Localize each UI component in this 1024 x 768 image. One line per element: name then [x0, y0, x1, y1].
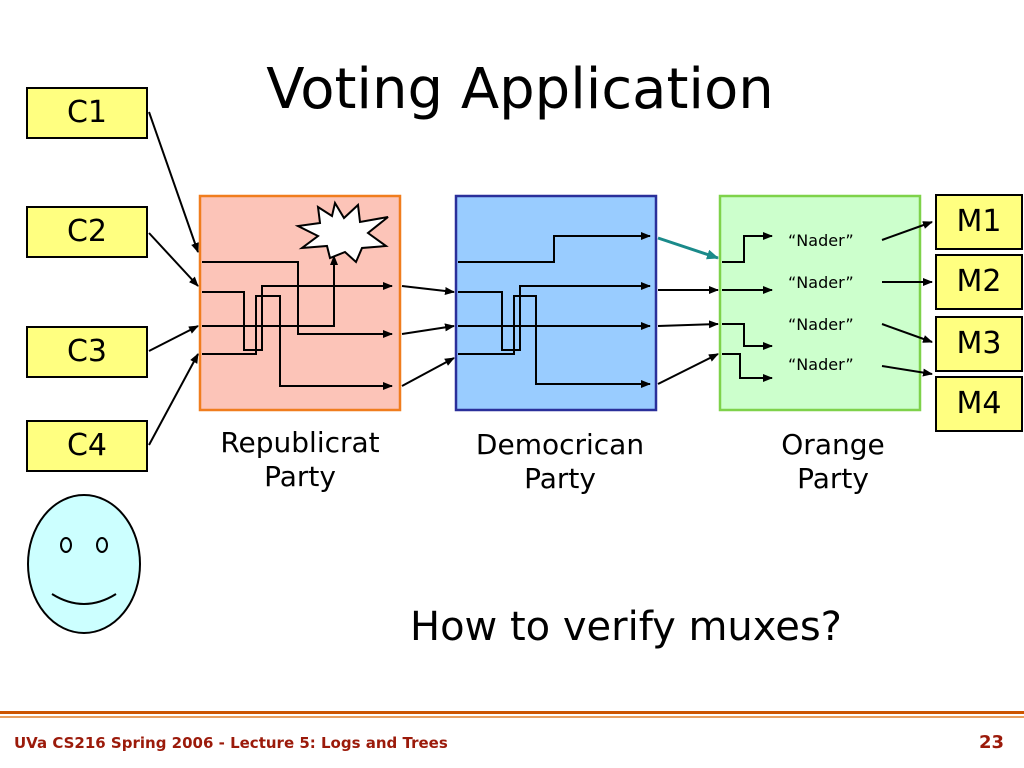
nader-label-2: “Nader” — [788, 273, 854, 292]
orange-party-box — [718, 194, 922, 412]
stage1-to-stage2-arrows — [401, 285, 455, 387]
democrican-party-box — [454, 194, 658, 412]
output-box-m1: M1 — [935, 194, 1023, 250]
output-arrows — [881, 221, 933, 377]
democrican-party-label: Democrican Party — [430, 428, 690, 495]
nader-label-1: “Nader” — [788, 231, 854, 250]
republicrat-party-label: Republicrat Party — [170, 426, 430, 493]
output-box-m4: M4 — [935, 376, 1023, 432]
output-box-m2: M2 — [935, 254, 1023, 310]
stage2-to-stage3-arrows — [657, 286, 719, 385]
output-box-m3: M3 — [935, 316, 1023, 372]
orange-party-label: Orange Party — [703, 428, 963, 495]
input-box-c4: C4 — [26, 420, 148, 472]
input-box-c2: C2 — [26, 206, 148, 258]
slide-title: Voting Application — [266, 57, 774, 122]
footer-divider — [0, 711, 1024, 714]
orange-party-label-line: Orange Party — [781, 428, 885, 495]
nader-label-4: “Nader” — [788, 355, 854, 374]
teal-arrow — [657, 236, 719, 260]
explosion-icon — [294, 200, 389, 264]
input-box-c1: C1 — [26, 87, 148, 139]
democrican-party-label-line: Democrican Party — [475, 428, 645, 495]
smiley-face-icon — [27, 494, 141, 634]
footer-divider-secondary — [0, 716, 1024, 718]
question-text: How to verify muxes? — [410, 604, 842, 650]
nader-label-3: “Nader” — [788, 315, 854, 334]
republicrat-party-label-line: Republicrat Party — [220, 426, 380, 493]
input-arrows — [148, 111, 199, 446]
input-box-c3: C3 — [26, 326, 148, 378]
footer-text: UVa CS216 Spring 2006 - Lecture 5: Logs … — [14, 734, 448, 752]
democrican-wiring — [458, 232, 651, 388]
orange-wiring — [722, 232, 773, 382]
republicrat-wiring — [202, 255, 393, 390]
page-number: 23 — [978, 732, 1004, 753]
